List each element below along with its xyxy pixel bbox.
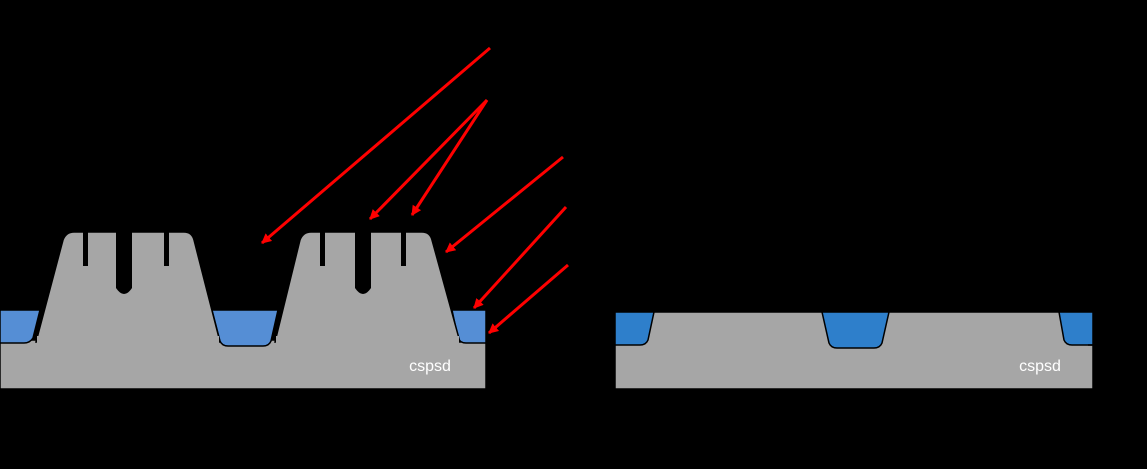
left-slot-narrow xyxy=(83,232,88,266)
red-arrow xyxy=(445,155,564,254)
red-arrow xyxy=(410,99,489,216)
left-slot-deep xyxy=(355,232,371,294)
left-slot-narrow xyxy=(320,232,325,266)
left-substrate-label: cspsd xyxy=(409,358,451,375)
left-oxide-center xyxy=(211,309,279,347)
right-panel: cspsd xyxy=(614,183,1145,390)
thickness-dimension xyxy=(1088,183,1145,372)
right-substrate-label: cspsd xyxy=(1019,358,1061,375)
red-arrows xyxy=(261,46,569,335)
left-substrate-base xyxy=(0,339,487,390)
left-oxide-edge-left xyxy=(0,309,41,344)
right-oxide-edge-left xyxy=(614,311,655,346)
red-arrow xyxy=(261,46,491,245)
red-arrow xyxy=(488,263,569,335)
right-oxide-edge-right xyxy=(1058,311,1094,346)
left-slot-deep xyxy=(116,232,132,294)
left-slot-narrow xyxy=(164,232,169,266)
red-arrow xyxy=(472,205,568,310)
red-arrow xyxy=(368,98,489,221)
left-slot-narrow xyxy=(401,232,406,266)
right-oxide-center xyxy=(821,311,890,349)
left-panel: cspsd xyxy=(0,46,569,390)
